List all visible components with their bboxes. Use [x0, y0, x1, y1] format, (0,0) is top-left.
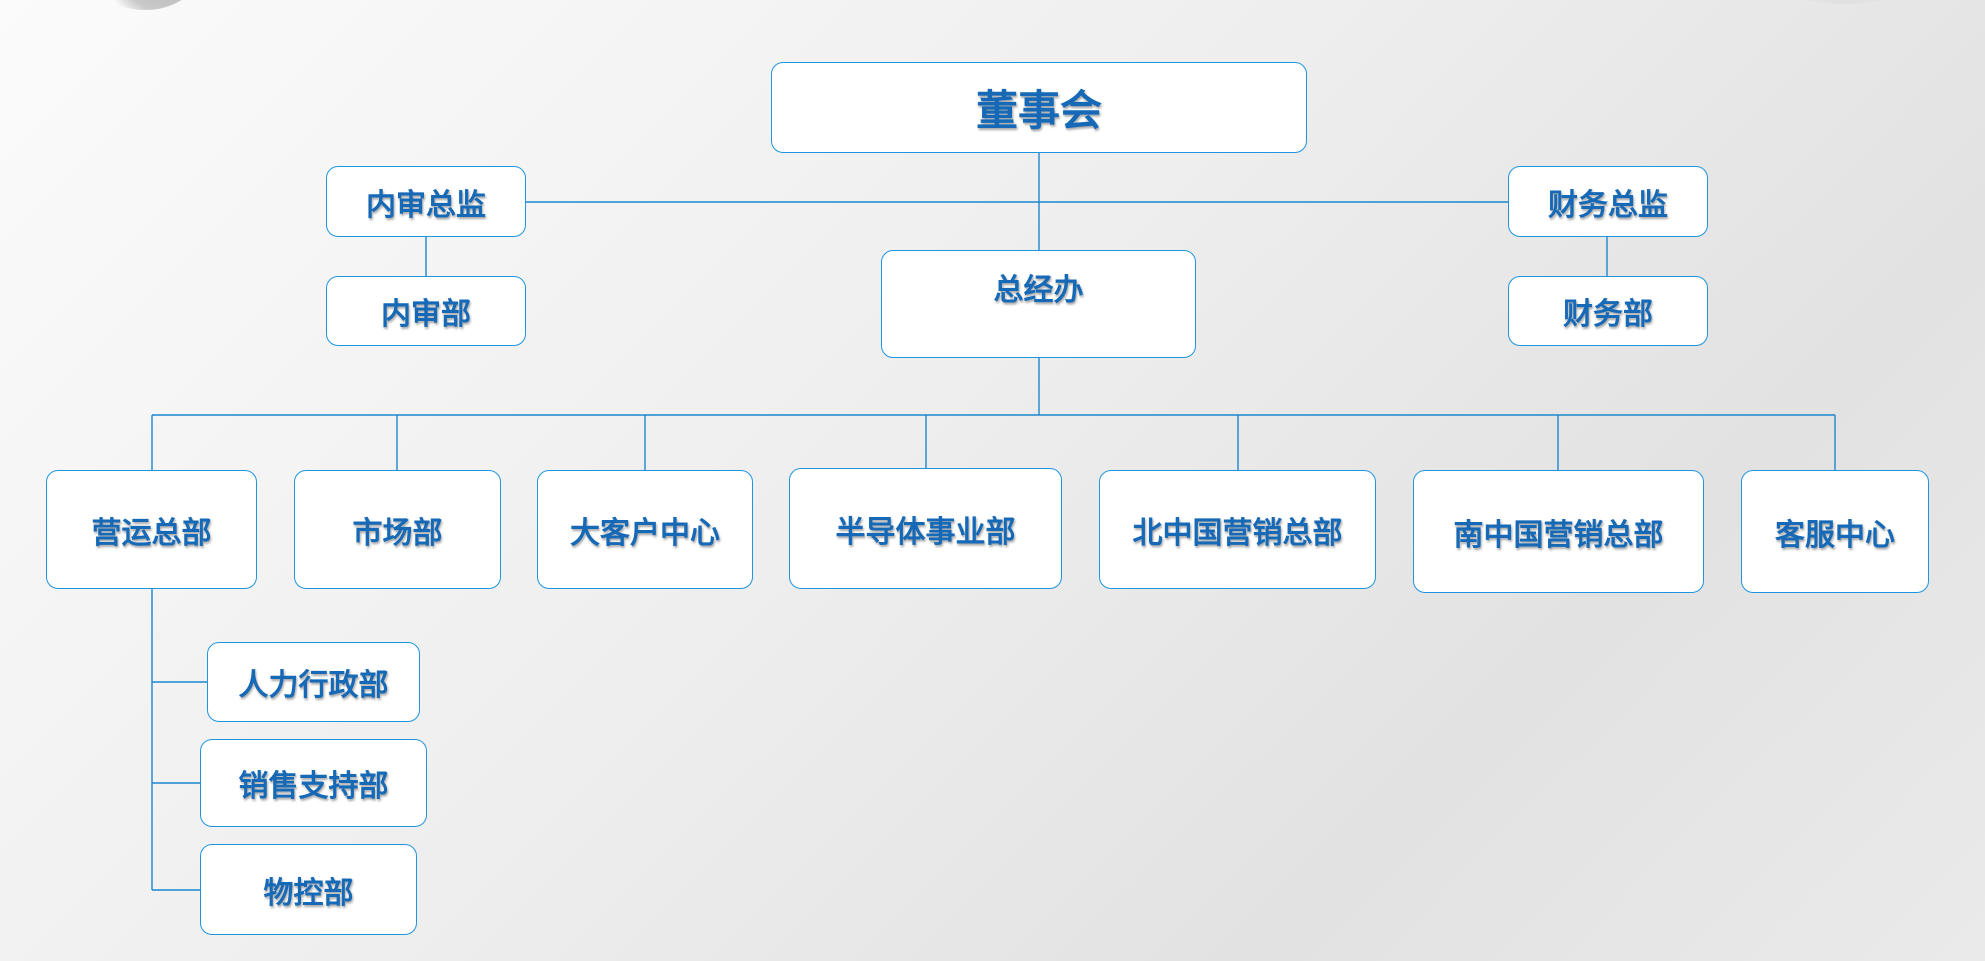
- division-semiconductor: 半导体事业部: [789, 468, 1062, 589]
- finance-dept-node: 财务部: [1508, 276, 1708, 346]
- subdept-materials-control: 物控部: [200, 844, 417, 935]
- division-operations-hq: 营运总部: [46, 470, 257, 589]
- subdept-sales-support: 销售支持部: [200, 739, 427, 827]
- finance-director-node: 财务总监: [1508, 166, 1708, 237]
- general-office-node: 总经办: [881, 250, 1196, 358]
- internal-audit-director-node: 内审总监: [326, 166, 526, 237]
- corner-decoration: [1765, 0, 1925, 4]
- corner-decoration: [90, 0, 200, 10]
- division-south-china-sales: 南中国营销总部: [1413, 470, 1704, 593]
- internal-audit-dept-node: 内审部: [326, 276, 526, 346]
- division-customer-service: 客服中心: [1741, 470, 1929, 593]
- division-key-account-center: 大客户中心: [537, 470, 753, 589]
- division-north-china-sales: 北中国营销总部: [1099, 470, 1376, 589]
- subdept-hr-admin: 人力行政部: [207, 642, 420, 722]
- board-node: 董事会: [771, 62, 1307, 153]
- division-marketing: 市场部: [294, 470, 501, 589]
